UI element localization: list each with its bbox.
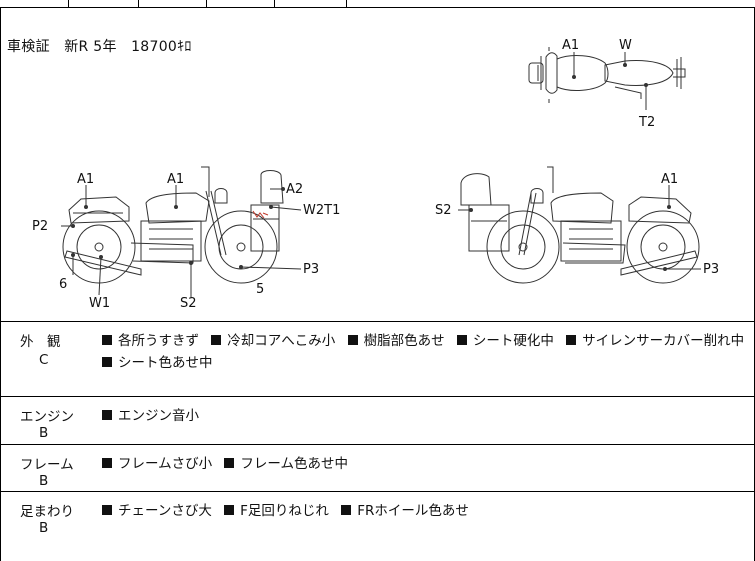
scratch-mark	[252, 210, 269, 219]
note-line: 各所うすきず 冷却コアへこみ小 樹脂部色あせ シート硬化中 サイレンサーカバー削…	[102, 330, 744, 352]
note-item: 樹脂部色あせ	[363, 333, 445, 349]
section-suspension: 足まわり B チェーンさび大 F足回りねじれ FRホイール色あせ	[0, 492, 755, 561]
bullet-square-icon	[224, 505, 235, 515]
note-item: 各所うすきず	[118, 333, 199, 349]
label-left-w2t1: W2T1	[303, 203, 340, 218]
label-right-p3: P3	[703, 262, 719, 277]
leader-lines	[61, 52, 701, 297]
bullet-square-icon	[102, 357, 112, 367]
header-cell	[138, 0, 207, 7]
section-grade: C	[39, 352, 49, 368]
header-cell	[206, 0, 275, 7]
note-line: フレームさび小 フレーム色あせ中	[102, 453, 348, 475]
label-left-a1-tank: A1	[167, 172, 184, 187]
section-notes: エンジン音小	[102, 405, 199, 427]
section-grade: B	[39, 473, 49, 489]
section-notes: 各所うすきず 冷却コアへこみ小 樹脂部色あせ シート硬化中 サイレンサーカバー削…	[102, 330, 744, 374]
vehicle-inspection-info: 車検証 新R 5年 18700ｷﾛ	[7, 39, 192, 55]
note-item: シート色あせ中	[118, 355, 213, 371]
bullet-square-icon	[102, 458, 112, 468]
section-label: フレーム	[20, 457, 74, 473]
note-item: 冷却コアへこみ小	[227, 333, 336, 349]
note-line: エンジン音小	[102, 405, 199, 427]
section-label: 外 観	[20, 334, 61, 350]
top-view-motorcycle	[528, 47, 686, 103]
label-left-p3: P3	[303, 262, 319, 277]
bullet-square-icon	[347, 335, 358, 345]
label-left-a1-rear: A1	[77, 172, 94, 187]
note-item: サイレンサーカバー削れ中	[582, 333, 745, 349]
header-cell	[274, 0, 347, 7]
bullet-square-icon	[456, 335, 467, 345]
label-top-w: W	[619, 38, 632, 53]
note-item: チェーンさび大	[118, 503, 212, 519]
header-cell	[0, 0, 69, 7]
bullet-square-icon	[341, 505, 352, 515]
note-line: シート色あせ中	[102, 352, 744, 374]
left-side-motorcycle	[62, 166, 284, 284]
label-left-s2: S2	[180, 296, 197, 311]
note-item: エンジン音小	[118, 408, 199, 424]
note-item: シート硬化中	[472, 333, 554, 349]
bullet-square-icon	[102, 335, 112, 345]
label-left-a2: A2	[286, 182, 303, 197]
section-grade: B	[39, 520, 49, 536]
section-label: 足まわり	[20, 504, 74, 520]
right-side-motorcycle	[460, 166, 700, 284]
section-notes: フレームさび小 フレーム色あせ中	[102, 453, 348, 475]
label-right-a1: A1	[661, 172, 678, 187]
note-line: チェーンさび大 F足回りねじれ FRホイール色あせ	[102, 500, 469, 522]
label-right-s2: S2	[435, 203, 452, 218]
note-item: フレーム色あせ中	[240, 456, 349, 472]
section-notes: チェーンさび大 F足回りねじれ FRホイール色あせ	[102, 500, 469, 522]
damage-diagram-panel: 車検証 新R 5年 18700ｷﾛ	[0, 7, 755, 322]
bullet-square-icon	[566, 335, 577, 345]
label-top-t2: T2	[638, 115, 655, 130]
label-left-6: 6	[59, 277, 67, 292]
section-exterior: 外 観 C 各所うすきず 冷却コアへこみ小 樹脂部色あせ シート硬化中 サイレン…	[0, 322, 755, 397]
note-item: F足回りねじれ	[240, 503, 329, 519]
header-strip	[0, 0, 755, 8]
note-item: フレームさび小	[118, 456, 213, 472]
motorcycle-diagram: A1 W T2 A1 A1 A2 W2T1 P2 P3 6 W1 S2 5 S2…	[32, 38, 719, 311]
header-cell	[68, 0, 139, 7]
bullet-square-icon	[102, 410, 112, 420]
section-label: エンジン	[20, 409, 74, 425]
section-frame: フレーム B フレームさび小 フレーム色あせ中	[0, 445, 755, 492]
section-engine: エンジン B エンジン音小	[0, 397, 755, 445]
bullet-square-icon	[211, 335, 222, 345]
bullet-square-icon	[224, 458, 235, 468]
label-left-5: 5	[256, 282, 264, 297]
label-left-p2: P2	[32, 219, 48, 234]
bullet-square-icon	[102, 505, 112, 515]
note-item: FRホイール色あせ	[357, 503, 469, 519]
label-left-w1: W1	[89, 296, 110, 311]
section-grade: B	[39, 425, 49, 441]
label-top-a1: A1	[562, 38, 579, 53]
